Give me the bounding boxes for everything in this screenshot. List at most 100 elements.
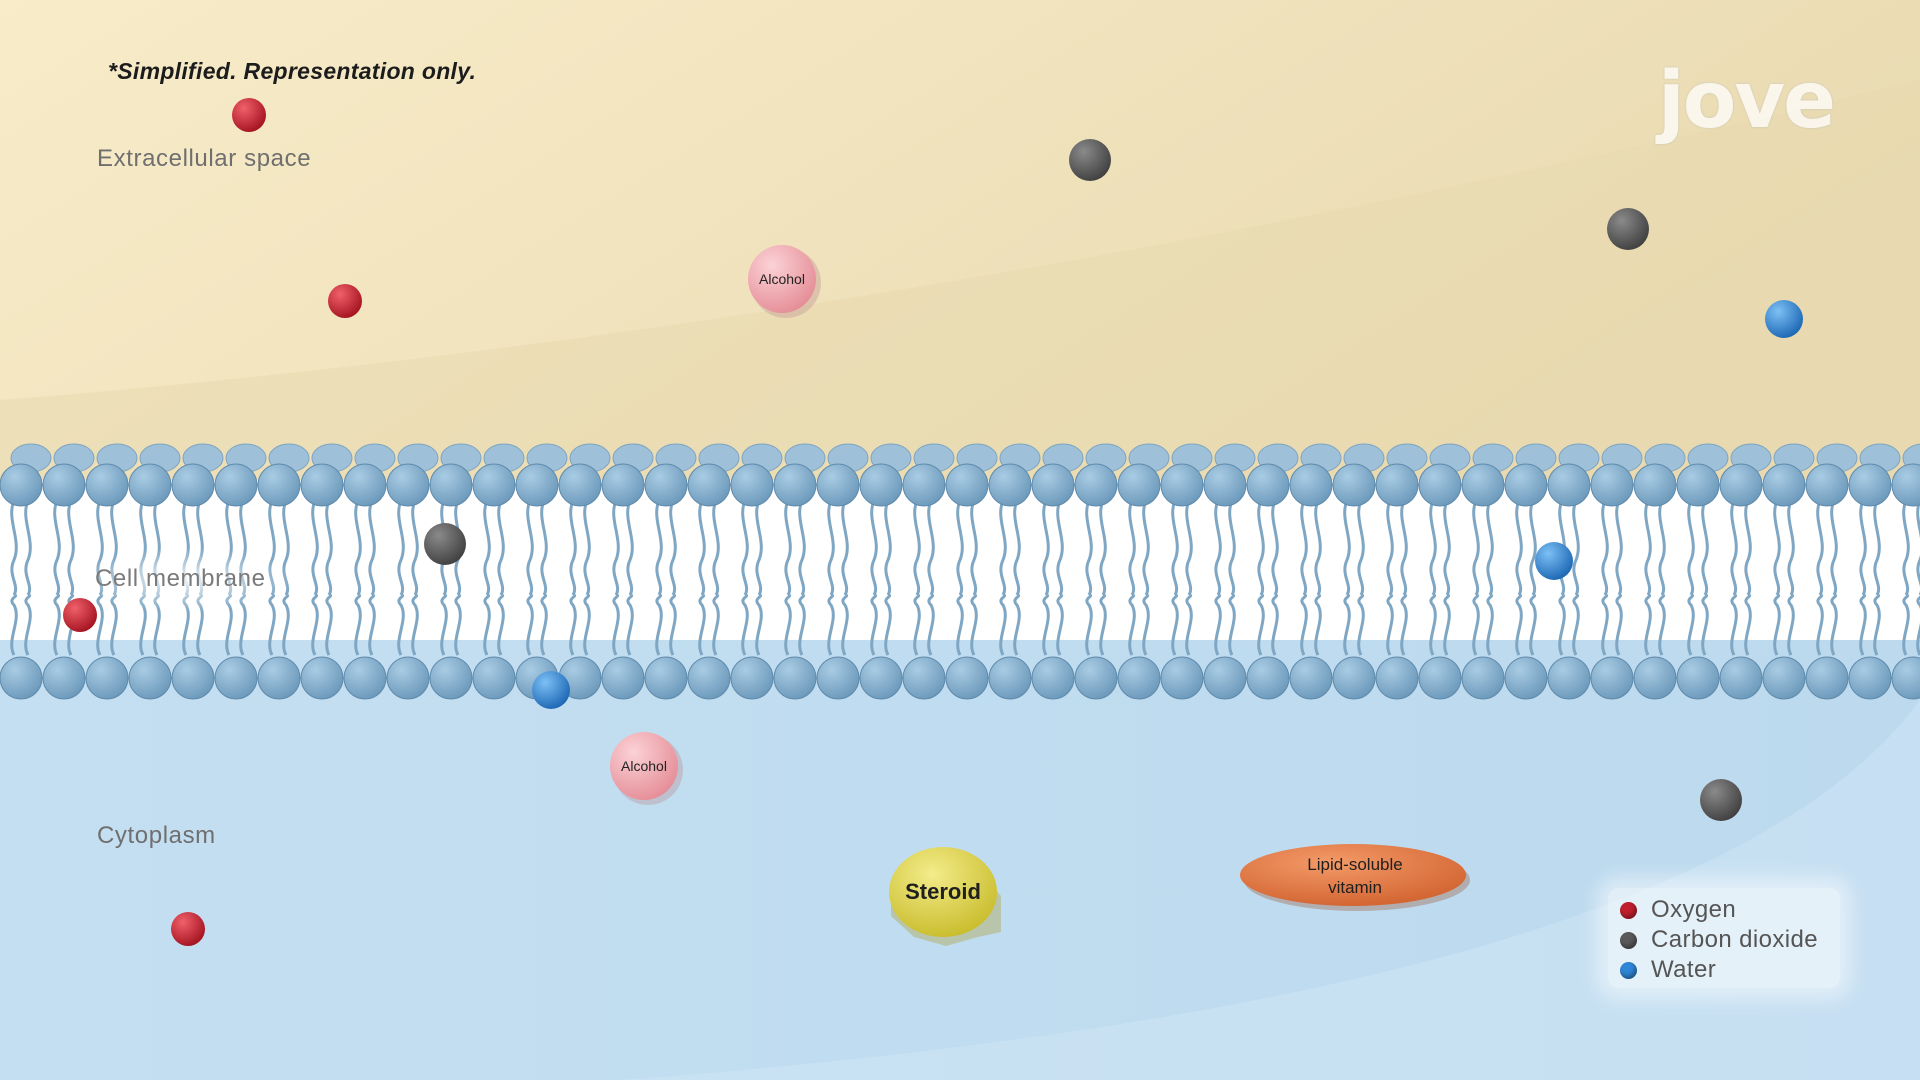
lipid-head [214, 656, 258, 700]
lipid-tail [1572, 499, 1580, 596]
lipid-tail [1128, 593, 1136, 656]
lipid-tail [1085, 593, 1093, 656]
lipid-tail [1386, 593, 1394, 656]
lipid-tail [870, 593, 878, 656]
lipid-head [1246, 656, 1290, 700]
lipid-head [386, 656, 430, 700]
lipid-tail [1859, 593, 1867, 656]
lipid-head [1590, 463, 1634, 507]
lipid-head [42, 656, 86, 700]
lipid-tail [354, 593, 362, 656]
lipid-tail [1185, 593, 1193, 656]
lipid-tail [1013, 593, 1021, 656]
vitamin-label-line1: Lipid-soluble [1307, 855, 1402, 874]
lipid-tail [1615, 593, 1623, 656]
lipid-head [1891, 656, 1920, 700]
lipid-tail [1873, 593, 1881, 656]
lipid-head [0, 463, 43, 507]
alcohol-label: Alcohol [759, 271, 805, 287]
lipid-tail [1300, 499, 1308, 596]
lipid-tail [669, 499, 677, 596]
lipid-head [1203, 463, 1247, 507]
lipid-head [42, 463, 86, 507]
lipid-head [1418, 656, 1462, 700]
lipid-tail [454, 593, 462, 656]
lipid-tail [1687, 593, 1695, 656]
lipid-tail [1042, 593, 1050, 656]
lipid-tail [67, 499, 75, 596]
lipid-tail [1486, 499, 1494, 596]
lipid-tail [1486, 593, 1494, 656]
alcohol-molecule-inside: Alcohol [610, 732, 683, 805]
lipid-tail [1658, 593, 1666, 656]
lipid-tail [1601, 593, 1609, 656]
lipid-tail [1314, 593, 1322, 656]
lipid-tail [368, 499, 376, 596]
lipid-head-row-top [0, 443, 1920, 507]
carbon-dioxide-molecule [424, 523, 466, 565]
lipid-head [687, 656, 731, 700]
lipid-head [1117, 463, 1161, 507]
lipid-tail [1099, 499, 1107, 596]
lipid-head [1375, 656, 1419, 700]
lipid-tail [1472, 593, 1480, 656]
lipid-tail [1085, 499, 1093, 596]
lipid-tail [913, 499, 921, 596]
lipid-tail [999, 499, 1007, 596]
lipid-head [0, 656, 43, 700]
lipid-tail [1128, 499, 1136, 596]
lipid-head [1504, 463, 1548, 507]
extracellular-shade [0, 80, 1920, 480]
lipid-head [1848, 463, 1892, 507]
cell-membrane-label: Cell membrane [95, 565, 266, 592]
lipid-tail [325, 593, 333, 656]
lipid-head [257, 463, 301, 507]
lipid-tail [1787, 593, 1795, 656]
cytoplasm-label: Cytoplasm [97, 822, 216, 849]
water-molecule [1765, 300, 1803, 338]
lipid-tail [784, 593, 792, 656]
lipid-tail [1773, 593, 1781, 656]
lipid-tail [569, 593, 577, 656]
water-molecules [532, 300, 1803, 709]
lipid-head [1074, 656, 1118, 700]
lipid-tail [1214, 593, 1222, 656]
lipid-tail [1859, 499, 1867, 596]
lipid-tail [1257, 499, 1265, 596]
lipid-head [300, 463, 344, 507]
water-molecule [532, 671, 570, 709]
lipid-tail [1171, 593, 1179, 656]
lipid-head [1504, 656, 1548, 700]
lipid-head [343, 463, 387, 507]
lipid-tail [1357, 499, 1365, 596]
lipid-tail [1400, 593, 1408, 656]
lipid-head [171, 463, 215, 507]
lipid-head [1203, 656, 1247, 700]
lipid-tail [1214, 499, 1222, 596]
lipid-head [1461, 463, 1505, 507]
vitamin-label-line2: vitamin [1328, 878, 1382, 897]
lipid-head [558, 463, 602, 507]
water-molecule [1535, 542, 1573, 580]
lipid-tail [1099, 593, 1107, 656]
lipid-tail [24, 593, 32, 656]
jove-logo: jove [1658, 56, 1836, 146]
lipid-tail [10, 593, 18, 656]
lipid-head [816, 463, 860, 507]
lipid-head [128, 463, 172, 507]
extracellular-space-label: Extracellular space [97, 145, 312, 172]
lipid-tail [1572, 593, 1580, 656]
lipid-head [1418, 463, 1462, 507]
lipid-tail [483, 499, 491, 596]
lipid-tail [755, 499, 763, 596]
oxygen-molecules [63, 98, 362, 946]
legend-item-oxygen: Oxygen [1620, 896, 1736, 924]
lipid-head [386, 463, 430, 507]
lipid-head [988, 656, 1032, 700]
lipid-head [644, 656, 688, 700]
carbon-dioxide-molecules [424, 139, 1742, 821]
lipid-head [902, 463, 946, 507]
lipid-head [1633, 656, 1677, 700]
lipid-tail [397, 593, 405, 656]
carbon-dioxide-molecule [1607, 208, 1649, 250]
